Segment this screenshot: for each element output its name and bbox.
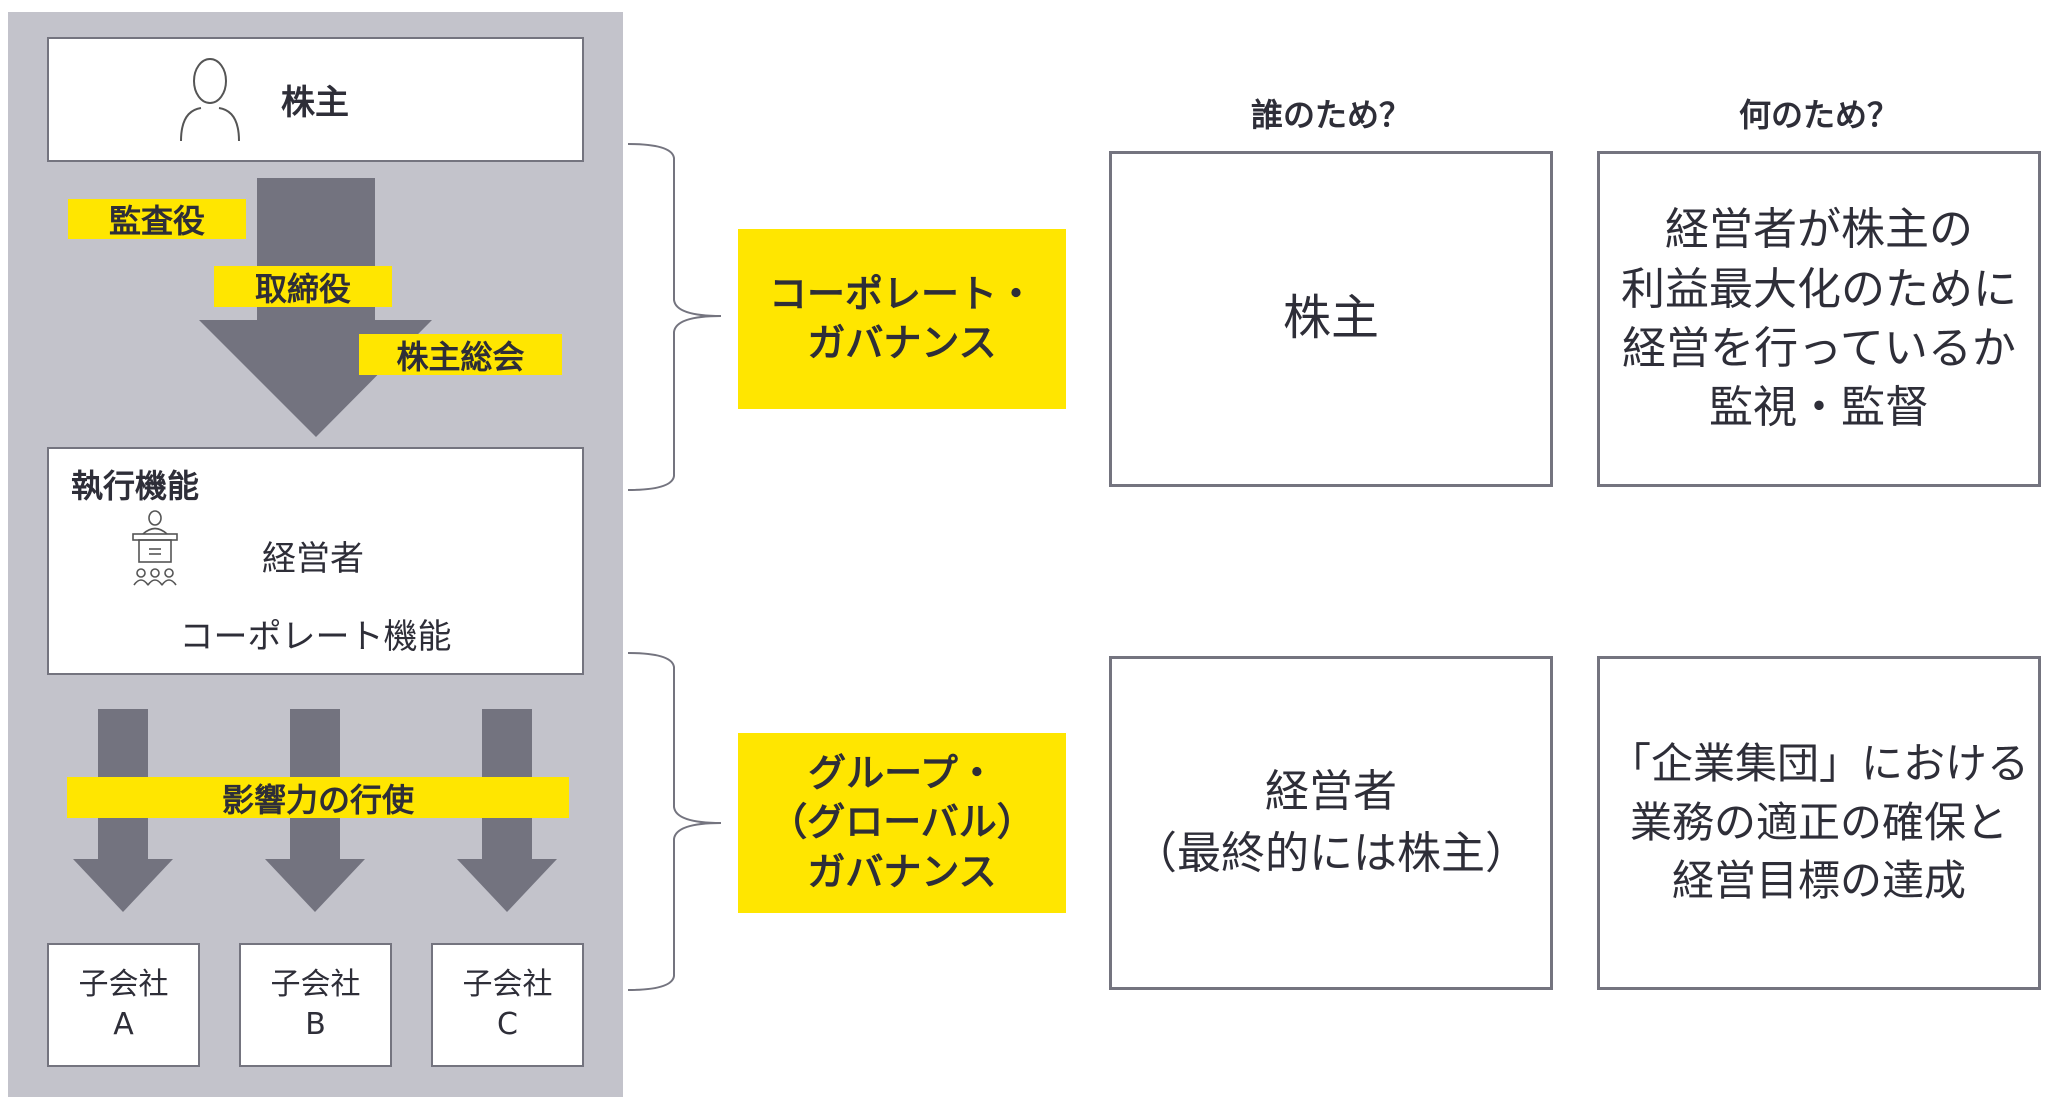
for-what-group: 「企業集団」における 業務の適正の確保と 経営目標の達成	[1597, 656, 2041, 990]
label-auditor: 監査役	[68, 199, 246, 240]
header-for-whom: 誰のため？	[1250, 96, 1411, 134]
cell-line: 経営者が株主の	[1665, 204, 1973, 256]
label-agm: 株主総会	[359, 334, 562, 376]
group-governance-label: グループ・ （グローバル） ガバナンス	[738, 733, 1066, 913]
subsidiary-letter: A	[113, 1007, 134, 1042]
cell-line: 株主	[1282, 290, 1379, 347]
label-line: グループ・	[808, 750, 996, 795]
cell-line: 監視・監督	[1709, 382, 1929, 434]
cell-line: 利益最大化のために	[1621, 263, 2017, 315]
label-line: （グローバル）	[769, 800, 1035, 845]
person-icon	[180, 58, 240, 142]
presenter-icon	[132, 510, 178, 586]
cell-line: （最終的には株主）	[1133, 828, 1529, 879]
subsidiary-name: 子会社	[462, 966, 553, 1002]
label-line: コーポレート・	[768, 271, 1035, 316]
label-line: ガバナンス	[807, 849, 997, 894]
corporate-function-label: コーポレート機能	[179, 617, 452, 657]
label-directors: 取締役	[214, 266, 392, 308]
for-whom-group: 経営者 （最終的には株主）	[1109, 656, 1553, 990]
label-line: ガバナンス	[807, 321, 997, 365]
shareholder-box: 株主	[47, 37, 584, 162]
influence-label: 影響力の行使	[67, 777, 569, 819]
for-whom-corporate: 株主	[1109, 151, 1553, 487]
cell-line: 業務の適正の確保と	[1629, 797, 2008, 847]
subsidiary-name: 子会社	[270, 966, 361, 1002]
braces	[627, 143, 722, 991]
shareholder-label: 株主	[281, 83, 349, 123]
brace-group	[627, 652, 722, 991]
cell-line: 経営者	[1265, 766, 1397, 818]
cell-line: 「企業集団」における	[1608, 738, 2029, 788]
execution-box: 執行機能 経営者 コーポレート機能	[47, 447, 584, 675]
header-for-what: 何のため？	[1738, 96, 1899, 134]
subsidiary-b: 子会社 B	[239, 943, 392, 1067]
brace-corporate	[627, 143, 722, 491]
cell-line: 経営を行っているか	[1622, 323, 2016, 374]
manager-label: 経営者	[262, 539, 364, 579]
subsidiary-name: 子会社	[78, 966, 169, 1002]
corporate-governance-label: コーポレート・ ガバナンス	[738, 229, 1066, 409]
subsidiary-letter: B	[305, 1007, 326, 1042]
subsidiary-a: 子会社 A	[47, 943, 200, 1067]
cell-line: 経営目標の達成	[1671, 856, 1966, 906]
execution-title: 執行機能	[71, 467, 200, 505]
subsidiary-c: 子会社 C	[431, 943, 584, 1067]
subsidiary-letter: C	[497, 1007, 518, 1042]
for-what-corporate: 経営者が株主の 利益最大化のために 経営を行っているか 監視・監督	[1597, 151, 2041, 487]
